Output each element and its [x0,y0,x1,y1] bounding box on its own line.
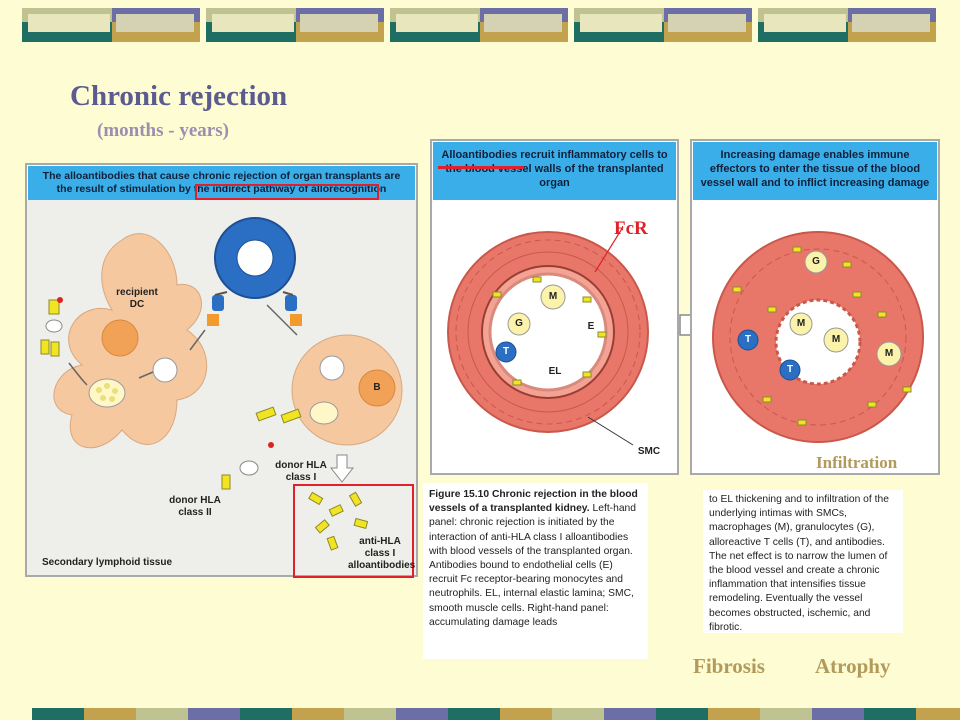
granulocyte-cell [507,312,531,336]
label-donor-hla-class-i: donor HLA class I [275,460,327,483]
atrophy-label: Atrophy [815,654,891,678]
bottom-band-tile [84,708,136,720]
figure-caption-title: Figure 15.10 Chronic rejection in the bl… [429,489,638,515]
macrophage-late-inner [789,312,813,336]
label-anti-hla: anti-HLA class I alloantibodies [348,536,416,571]
bottom-decorative-band [32,708,960,720]
figure-caption-left: Figure 15.10 Chronic rejection in the bl… [423,483,648,659]
down-arrow [329,454,355,483]
label-macrophage-late: M [831,334,841,345]
label-t-cell-late-2: T [786,364,794,375]
figure-caption-text: Left-hand panel: chronic rejection is in… [429,503,637,628]
top-band-tile [758,8,936,42]
bottom-band-tile [32,708,84,720]
b-cell-nucleus [358,369,396,407]
top-band-tile [22,8,200,42]
bottom-band-tile [760,708,812,720]
t-cell-late-1 [737,329,759,351]
label-elastic-lamina: EL [548,366,562,377]
bottom-band-tile [344,708,396,720]
bottom-band-tile [448,708,500,720]
infiltration-annotation: Infiltration [816,453,898,472]
top-band-tile [390,8,568,42]
left-header-highlight: indirect pathway of allorecognition [212,183,387,195]
middle-header-highlight: Alloantibodies [441,149,518,161]
bottom-band-tile [604,708,656,720]
label-granulocyte-late: G [812,256,820,267]
bottom-band-tile [292,708,344,720]
t-cell [495,341,517,363]
bottom-band-tile [552,708,604,720]
alloantibodies-underline [438,166,524,169]
donor-hla-class-ii-molecule [40,297,63,357]
macrophage-cell [540,284,566,310]
label-granulocyte-early: G [515,318,523,329]
bottom-band-tile [500,708,552,720]
label-cd4: CD4 [244,252,265,263]
label-donor-hla-class-ii: donor HLA class II [169,495,221,518]
fcr-annotation: FcR [614,218,648,239]
lymphoid-tissue-illustration [27,200,416,575]
left-header-text: The alloantibodies that cause chronic re… [42,170,401,195]
top-band-tile [574,8,752,42]
bottom-band-tile [396,708,448,720]
label-b-cell: B [373,382,381,393]
bottom-band-tile [864,708,916,720]
top-band-tile [206,8,384,42]
label-recipient-dc: recipient DC [116,287,158,310]
anti-hla-highlight-box [293,484,414,578]
figure-caption-right: to EL thickening and to infiltration of … [703,490,903,633]
right-panel-header: Increasing damage enables immune effecto… [693,142,937,200]
cd4-nucleus [236,239,274,277]
indirect-pathway-highlight-box [195,184,379,200]
vessel-cross-section-late [693,202,937,450]
t-cell-late-2 [779,359,801,381]
bottom-band-tile [708,708,760,720]
donor-hla-class-i-molecule [221,406,302,490]
bottom-band-tile [188,708,240,720]
middle-panel-header: Alloantibodies recruit inflammatory cell… [433,142,676,200]
dc-vesicle [88,378,126,408]
slide-title: Chronic rejection [70,80,288,112]
macrophage-late-outer [876,341,902,367]
granulocyte-late [804,250,828,274]
fibrosis-label: Fibrosis [693,654,765,678]
slide-subtitle: (months - years) [97,120,229,141]
vessel-cross-section-early [433,202,676,472]
label-t-cell-late-1: T [744,334,752,345]
bottom-band-tile [240,708,292,720]
dc-nucleus [101,319,139,357]
label-macrophage-early: M [548,291,558,302]
left-panel-header: The alloantibodies that cause chronic re… [28,166,415,200]
bottom-band-tile [812,708,864,720]
dc-antigen-vesicle [152,357,178,383]
label-macrophage-late-inner: M [796,318,806,329]
bottom-band-tile [136,708,188,720]
bottom-band-tile [916,708,960,720]
label-macrophage-late-outer: M [884,348,894,359]
bottom-band-tile [656,708,708,720]
label-endothelial: E [587,321,595,332]
macrophage-late [823,327,849,353]
label-secondary-lymphoid-tissue: Secondary lymphoid tissue [42,557,173,568]
label-smooth-muscle: SMC [637,446,661,457]
label-t-cell-early: T [502,346,510,357]
top-decorative-band [22,8,936,42]
